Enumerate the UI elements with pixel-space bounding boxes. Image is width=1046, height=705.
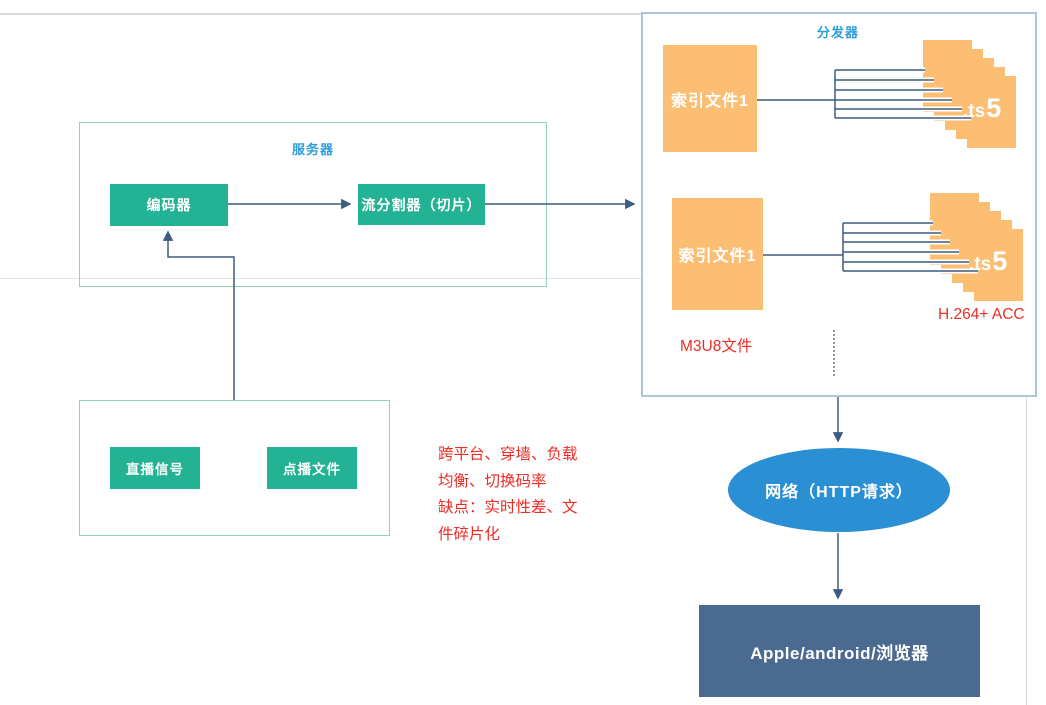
index-file-node-2: 索引文件1 — [672, 198, 763, 310]
index-file-node-1: 索引文件1 — [663, 45, 757, 152]
m3u8-label: M3U8文件 — [680, 338, 753, 355]
ts-count: 5 — [992, 246, 1008, 276]
ts-count: 5 — [986, 93, 1002, 123]
ellipsis-dotted-line — [833, 330, 835, 376]
distributor-group-title: 分发器 — [817, 25, 860, 40]
network-ellipse: 网络（HTTP请求） — [728, 448, 950, 532]
vod-file-node: 点播文件 — [267, 447, 357, 489]
server-group-title: 服务器 — [292, 142, 335, 157]
slicer-node: 流分割器（切片） — [358, 184, 485, 225]
annotation-line: 均衡、切换码率 — [438, 472, 547, 490]
annotation-line: 件碎片化 — [438, 525, 501, 543]
ts-stack-label-1: .ts 5 — [963, 93, 1001, 124]
page-guide-top — [0, 13, 641, 15]
annotation-line: 缺点：实时性差、文 — [438, 499, 578, 516]
ts-stack-label-2: .ts 5 — [969, 246, 1007, 277]
encoder-node: 编码器 — [110, 184, 228, 226]
source-group-box — [79, 400, 390, 536]
annotation-note: 跨平台、穿墙、负载 均衡、切换码率 缺点：实时性差、文 件碎片化 — [438, 442, 578, 548]
codec-label: H.264+ ACC — [938, 306, 1025, 323]
live-signal-node: 直播信号 — [110, 447, 200, 489]
annotation-line: 跨平台、穿墙、负载 — [438, 446, 578, 463]
ts-extension: .ts — [963, 101, 986, 122]
client-box: Apple/android/浏览器 — [699, 605, 980, 697]
page-guide-middle — [0, 278, 641, 279]
ts-extension: .ts — [969, 254, 992, 275]
page-guide-right — [1026, 397, 1027, 705]
